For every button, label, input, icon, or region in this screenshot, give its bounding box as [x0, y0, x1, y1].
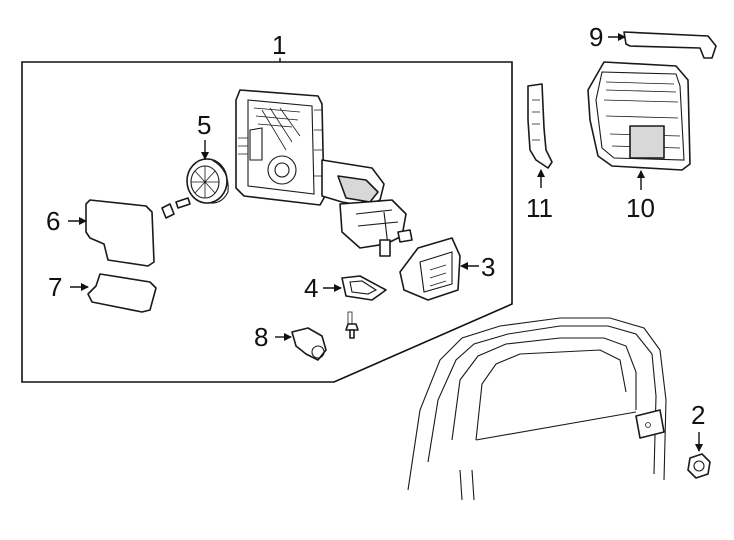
module-screw-part — [345, 311, 359, 339]
callout-7: 7 — [48, 272, 62, 302]
mirror-glass-part — [85, 199, 155, 267]
callout-11: 11 — [526, 193, 553, 223]
mirror-housing-part — [235, 89, 413, 257]
nut-part — [687, 453, 711, 479]
callout-8: 8 — [254, 322, 268, 352]
mirror-cover-part — [587, 61, 691, 171]
callout-3: 3 — [481, 252, 495, 282]
bracket-part — [527, 83, 553, 169]
control-module-part — [399, 237, 461, 301]
callout-5: 5 — [197, 110, 211, 140]
callout-4: 4 — [304, 273, 318, 303]
assembly-outline — [21, 58, 513, 383]
callout-6: 6 — [46, 206, 60, 236]
callout-1: 1 — [272, 30, 286, 60]
door-part — [407, 317, 667, 501]
callout-10: 10 — [626, 193, 655, 223]
cover-strip-part — [623, 31, 717, 59]
camera-sensor-part — [291, 327, 327, 361]
motor-screw-part — [161, 197, 191, 219]
gasket-part — [341, 275, 387, 301]
spotter-glass-part — [87, 273, 157, 313]
mirror-motor-part — [186, 158, 229, 204]
callout-9: 9 — [589, 22, 603, 52]
callout-2: 2 — [691, 400, 705, 430]
